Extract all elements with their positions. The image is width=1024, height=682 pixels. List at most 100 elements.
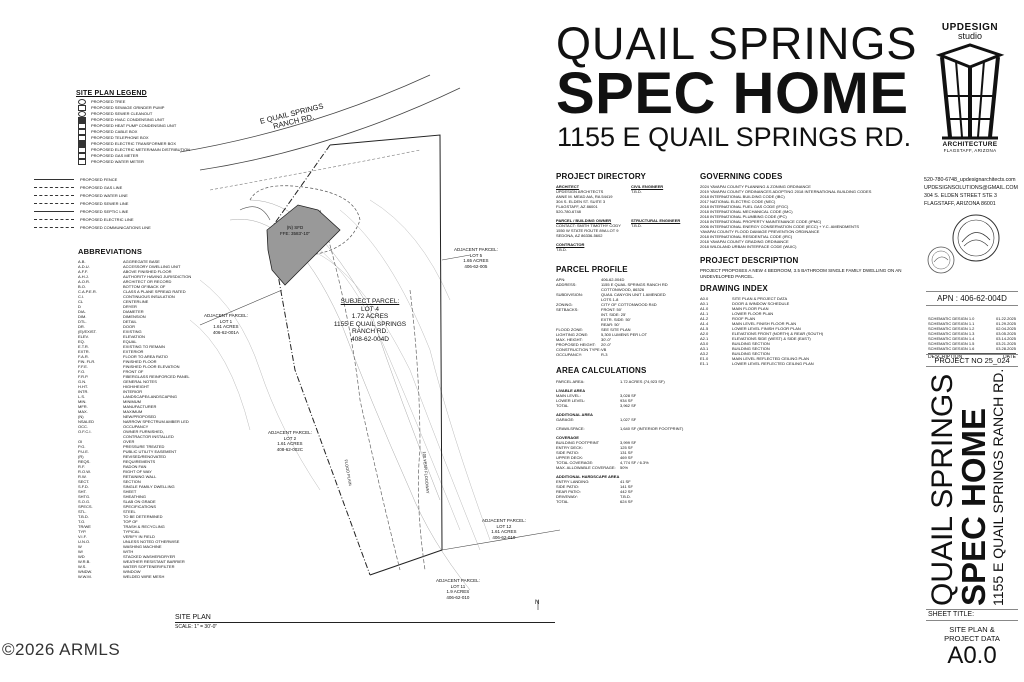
profile-row: OCCUPANCY: R-3 <box>556 352 696 357</box>
abbreviation-row-value: MANUFACTURER <box>123 404 157 409</box>
footprint-label: (N) SFD FFE: 3583'-10" <box>280 225 310 236</box>
abbreviation-row-key: E.T.R. <box>78 344 89 349</box>
abbreviation-row: C.A.P.E.R.CLASS A PLANE SPREAD RATED <box>78 289 188 294</box>
firm-email[interactable]: UPDESIGNSOLUTIONS@GMAIL.COM <box>924 185 1018 191</box>
abbreviation-row: STL.STEEL <box>78 509 188 514</box>
abbreviation-row-value: WELDED WIRE MESH <box>123 574 165 579</box>
schedule-date-header: DATE <box>1003 354 1016 360</box>
abbreviation-row-value: ARCHITECT OR RECORD <box>123 279 172 284</box>
abbreviation-row-value: STACKED WASHER/DRYER <box>123 554 176 559</box>
title-line-3: 1155 E QUAIL SPRINGS RD. <box>557 122 912 152</box>
abbreviation-row: S.F.D.SINGLE FAMILY DWELLING <box>78 484 188 489</box>
profile-row-value: R-3 <box>601 352 608 357</box>
abbreviation-row-key: (N) <box>78 414 84 419</box>
profile-row-value: INT. SIDE: 25' <box>601 312 626 317</box>
abbreviation-row-key: TYP. <box>78 529 87 534</box>
legend-item: PROPOSED HEAT PUMP CONDENSING UNIT <box>78 123 182 129</box>
abbreviation-row-key: MFR. <box>78 404 88 409</box>
abbreviation-row: F.R.P.FIBERGLASS REINFORCED PANEL <box>78 374 190 379</box>
abbreviation-row-key: ELEV. <box>78 334 89 339</box>
abbreviation-row-key: P.U.E. <box>78 449 90 454</box>
abbreviation-row-key: DIM. <box>78 314 87 319</box>
firm-logo: UPDESIGN studio ARCHITECTURE FLAGSTAFF, … <box>934 22 1006 172</box>
profile-row-value: FRONT: 50' <box>601 307 622 312</box>
owner-line: SEDONA, AZ 86336-5602 <box>556 233 603 238</box>
livable-row-key: TOTAL <box>556 403 569 408</box>
abbreviation-row: DIM.DIMENSION <box>78 314 188 319</box>
profile-row-key: FLOOD ZONE: <box>556 327 584 332</box>
firm-phone[interactable]: 520-780-6748_updesignarchitects.com <box>924 177 1016 183</box>
abbreviation-row-value: TOP OF <box>123 519 138 524</box>
legend-item: PROPOSED CABLE BOX <box>78 129 182 135</box>
seal-stamp-icon <box>927 246 955 274</box>
additional-heading: ADDITIONAL AREA <box>556 412 593 417</box>
abbreviation-row-value: STEEL <box>123 509 136 514</box>
architect-stamp-icon <box>952 214 1000 262</box>
abbreviation-row: A.O.R.ARCHITECT OR RECORD <box>78 279 188 284</box>
coverage-row-value: 4,774 SF / 6.3% <box>620 460 649 465</box>
abbreviation-row: L.S.LANDSCAPE/LANDSCAPING <box>78 394 188 399</box>
abbreviation-row-key: SHT. <box>78 489 87 494</box>
civil-heading: CIVIL ENGINEER <box>631 184 664 189</box>
cable-box-icon <box>78 129 86 135</box>
abbreviation-row-key: F.R.P. <box>78 374 89 379</box>
architect-line: ANNE M. MEAD AIA, RA 54419 <box>556 194 613 199</box>
area-calculations: AREA CALCULATIONS PARCEL AREA:1.72 ACRES… <box>556 366 683 504</box>
abbreviation-row-value: OVER <box>123 439 135 444</box>
profile-row: COTTONWOOD, 86326 <box>556 287 696 292</box>
profile-row-key: MAX. HEIGHT: <box>556 337 583 342</box>
additional-list: GARAGE:1,027 SF <box>556 417 676 422</box>
abbreviation-row: (N)NEW/PROPOSED <box>78 414 188 419</box>
site-plan-title-block: SITE PLAN SCALE: 1" = 30'-0" <box>175 614 555 630</box>
drawing-row-key: A0.0 <box>700 296 709 301</box>
profile-row: SETBACKS: FRONT: 50' <box>556 307 696 312</box>
profile-row-key: ZONING: <box>556 302 573 307</box>
profile-row-value: 30'-0" <box>601 337 612 342</box>
abbreviation-row: T.O.TOP OF <box>78 519 188 524</box>
abbreviation-row-value: SHEET <box>123 489 137 494</box>
tree-icon <box>78 99 86 105</box>
legend-item: PROPOSED TELEPHONE BOX <box>78 135 182 141</box>
profile-row: FLOOD ZONE:SEE SITE PLAN <box>556 327 696 332</box>
hardscape-row-key: TOTAL <box>556 499 569 504</box>
hardscape-row-key: SIDE PATIO: <box>556 484 579 489</box>
drawing-row-value: LOWER LEVEL FINISH FLOOR PLAN <box>732 326 801 331</box>
profile-row-key: OCCUPANCY: <box>556 352 583 357</box>
legend-item: PROPOSED WATER METER <box>78 159 182 165</box>
abbreviation-row-value: SINGLE FAMILY DWELLING <box>123 484 175 489</box>
abbreviation-row: A.F.F.ABOVE FINISHED FLOOR <box>78 269 188 274</box>
abbreviation-row-key: SHTG. <box>78 494 91 499</box>
abbreviation-row-key: DR. <box>78 324 85 329</box>
abbreviation-row-value: RIGHT OF WAY <box>123 469 152 474</box>
profile-row: ADDRESS:1155 E QUAIL SPRINGS RANCH RD <box>556 282 696 287</box>
abbreviation-row-key: OI <box>78 439 83 444</box>
logo-wordmark: UPDESIGN <box>941 22 999 33</box>
abbreviation-row: CONTRACTOR INSTALLED <box>78 434 188 439</box>
abbreviation-row-key: (R) <box>78 454 84 459</box>
adjacent-parcel-5: ADJACENT PARCEL: LOT 5 1.65 ACRES 406-62… <box>454 247 498 269</box>
legend-line: PROPOSED WATER LINE <box>34 193 182 198</box>
profile-row: EXTR. SIDE: 50' <box>556 317 696 322</box>
drawing-row-value: ROOF PLAN <box>732 316 756 321</box>
abbreviation-row-key: EXTR. <box>78 349 90 354</box>
hardscape-row-value: 442 SF <box>620 489 633 494</box>
logo-location: FLAGSTAFF, ARIZONA <box>943 148 997 153</box>
coverage-row-value: 469 SF <box>620 455 633 460</box>
profile-row: LIGHTING ZONE:5,300 LUMENS PER LOT <box>556 332 696 337</box>
coverage-row: SIDE PATIO:131 SF <box>556 450 676 455</box>
hardscape-row: SIDE PATIO:141 SF <box>556 484 676 489</box>
abbreviation-row-key: W.R.B. <box>78 559 91 564</box>
profile-row-key: SETBACKS: <box>556 307 579 312</box>
drawing-row-value: LOWER LEVEL REFLECTED CEILING PLAN <box>732 361 814 366</box>
